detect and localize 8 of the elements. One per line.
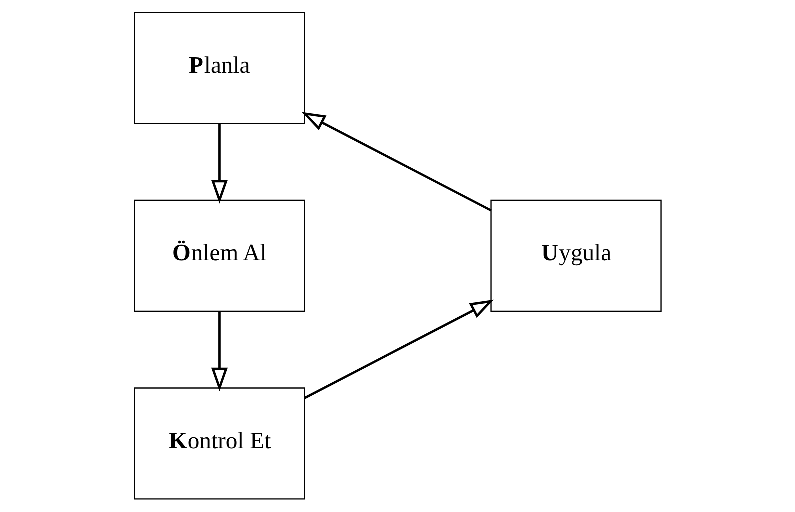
arrow [301,112,492,212]
arrow [210,312,228,392]
arrow [210,124,228,204]
arrow [304,300,494,400]
node-box: Önlem Al [134,200,305,312]
node-box: Planla [134,12,305,124]
node-box: Kontrol Et [134,388,305,500]
node-box: Uygula [490,200,662,312]
